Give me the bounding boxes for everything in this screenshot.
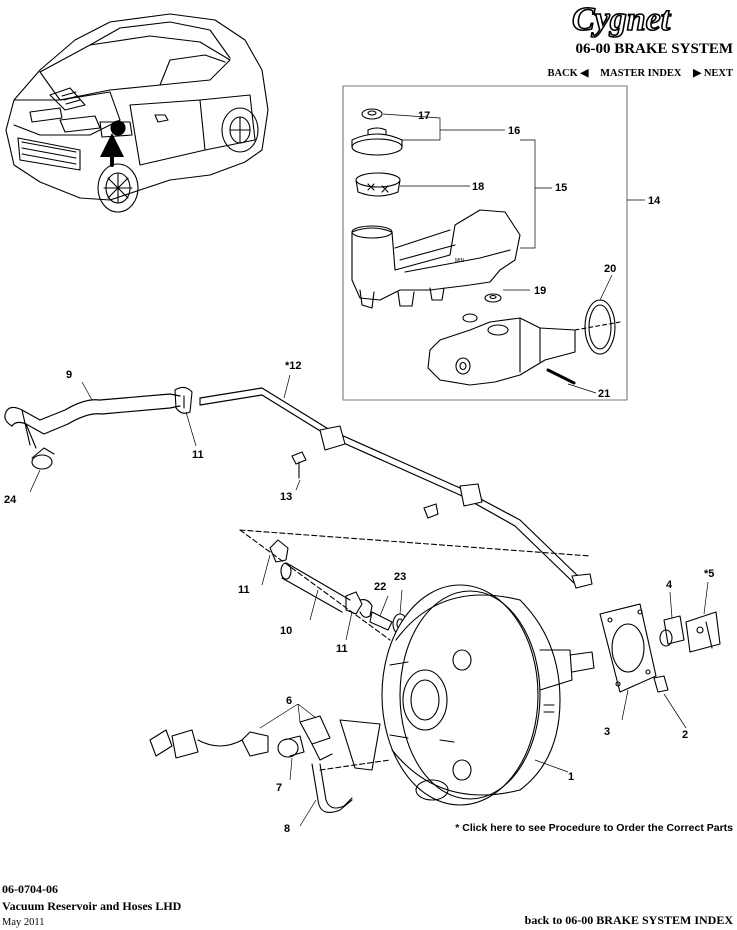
callout-11-b[interactable]: 11 [238,584,250,596]
diagram-title: Vacuum Reservoir and Hoses LHD [2,899,182,913]
callout-19[interactable]: 19 [534,285,546,297]
callout-1[interactable]: 1 [568,771,574,783]
back-to-index-link[interactable]: back to 06-00 BRAKE SYSTEM INDEX [524,913,733,927]
diagram-code: 06-0704-06 [2,882,58,896]
callout-21[interactable]: 21 [598,388,610,400]
callout-5[interactable]: *5 [704,568,714,580]
callout-7[interactable]: 7 [276,782,282,794]
master-index-link[interactable]: MASTER INDEX [600,68,682,79]
publication-date: May 2011 [2,917,45,928]
callout-8[interactable]: 8 [284,823,290,835]
master-cylinder-group-box [342,85,628,401]
logo-text: Cygnet [572,2,672,38]
order-parts-procedure-link[interactable]: * Click here to see Procedure to Order t… [455,822,733,834]
back-link[interactable]: BACK ◀ [547,68,589,79]
callout-13[interactable]: 13 [280,491,292,503]
callout-14[interactable]: 14 [648,195,661,207]
callout-4[interactable]: 4 [666,579,673,591]
navigation-bar: BACK ◀ MASTER INDEX ▶ NEXT [538,67,733,79]
callout-10[interactable]: 10 [280,625,292,637]
leader-17 [382,113,441,141]
callout-20[interactable]: 20 [604,263,616,275]
callout-15[interactable]: 15 [555,182,567,194]
callout-6[interactable]: 6 [286,695,292,707]
callout-16[interactable]: 16 [508,125,520,137]
callout-12[interactable]: *12 [285,360,302,372]
callout-11-a[interactable]: 11 [192,449,204,461]
cygnet-logo: Cygnet [571,2,672,38]
callout-3[interactable]: 3 [604,726,610,738]
callout-11-c[interactable]: 11 [336,643,348,655]
callout-23[interactable]: 23 [394,571,406,583]
car-illustration [5,13,269,213]
callout-22[interactable]: 22 [374,581,386,593]
callout-24[interactable]: 24 [4,494,17,506]
callout-17[interactable]: 17 [418,110,430,122]
reservoir-min-label: MIN [455,258,465,264]
callout-18[interactable]: 18 [472,181,484,193]
next-link[interactable]: ▶ NEXT [693,68,733,79]
callout-9[interactable]: 9 [66,369,72,381]
section-title: 06-00 BRAKE SYSTEM [575,41,733,57]
callout-2[interactable]: 2 [682,729,688,741]
